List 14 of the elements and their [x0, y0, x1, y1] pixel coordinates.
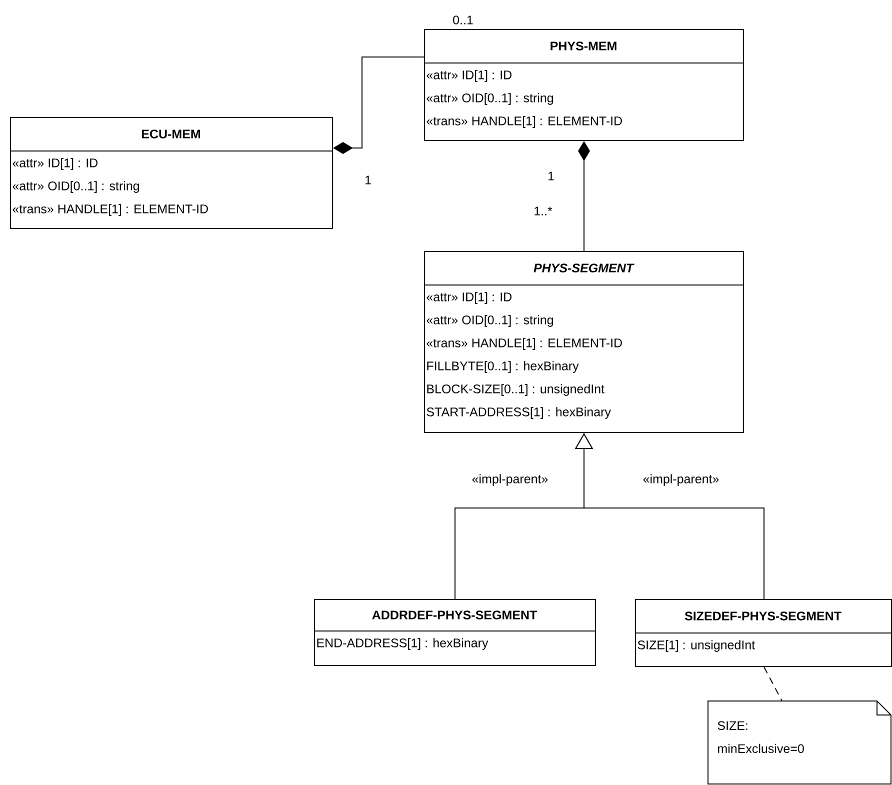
composition-line [578, 141, 590, 252]
dashed-line [764, 666, 782, 702]
class-box: PHYS-SEGMENT «attr» ID[1] : ID «attr» OID[0..1] : string «trans» HANDLE[1] : ELEMENT-ID FILLBYTE[0..1] : hexBinary BLOCK-SIZE[0..1] : unsignedInt START-ADDRESS[1] : hexBinary [424, 251, 744, 433]
class-box: SIZEDEF-PHYS-SEGMENT SIZE[1] : unsignedInt [634, 599, 892, 667]
multiplicity-label: 1 [365, 176, 371, 184]
class-box: ADDRDEF-PHYS-SEGMENT END-ADDRESS[1] : hexBinary [314, 599, 596, 666]
multiplicity-label: 1 [548, 172, 554, 180]
class-box: PHYS-MEM «attr» ID[1] : ID «attr» OID[0..1] : string «trans» HANDLE[1] : ELEMENT-ID [424, 29, 744, 141]
edge-label: «impl-parent» [642, 473, 720, 487]
class-box: ECU-MEM «attr» ID[1] : ID «attr» OID[0..1] : string «trans» HANDLE[1] : ELEMENT-ID [10, 117, 333, 229]
composition-line [333, 56, 424, 154]
multiplicity-label: 1..* [534, 206, 552, 216]
edge-label: «impl-parent» [470, 473, 550, 487]
note-box: SIZE: minExclusive=0 [708, 700, 892, 784]
